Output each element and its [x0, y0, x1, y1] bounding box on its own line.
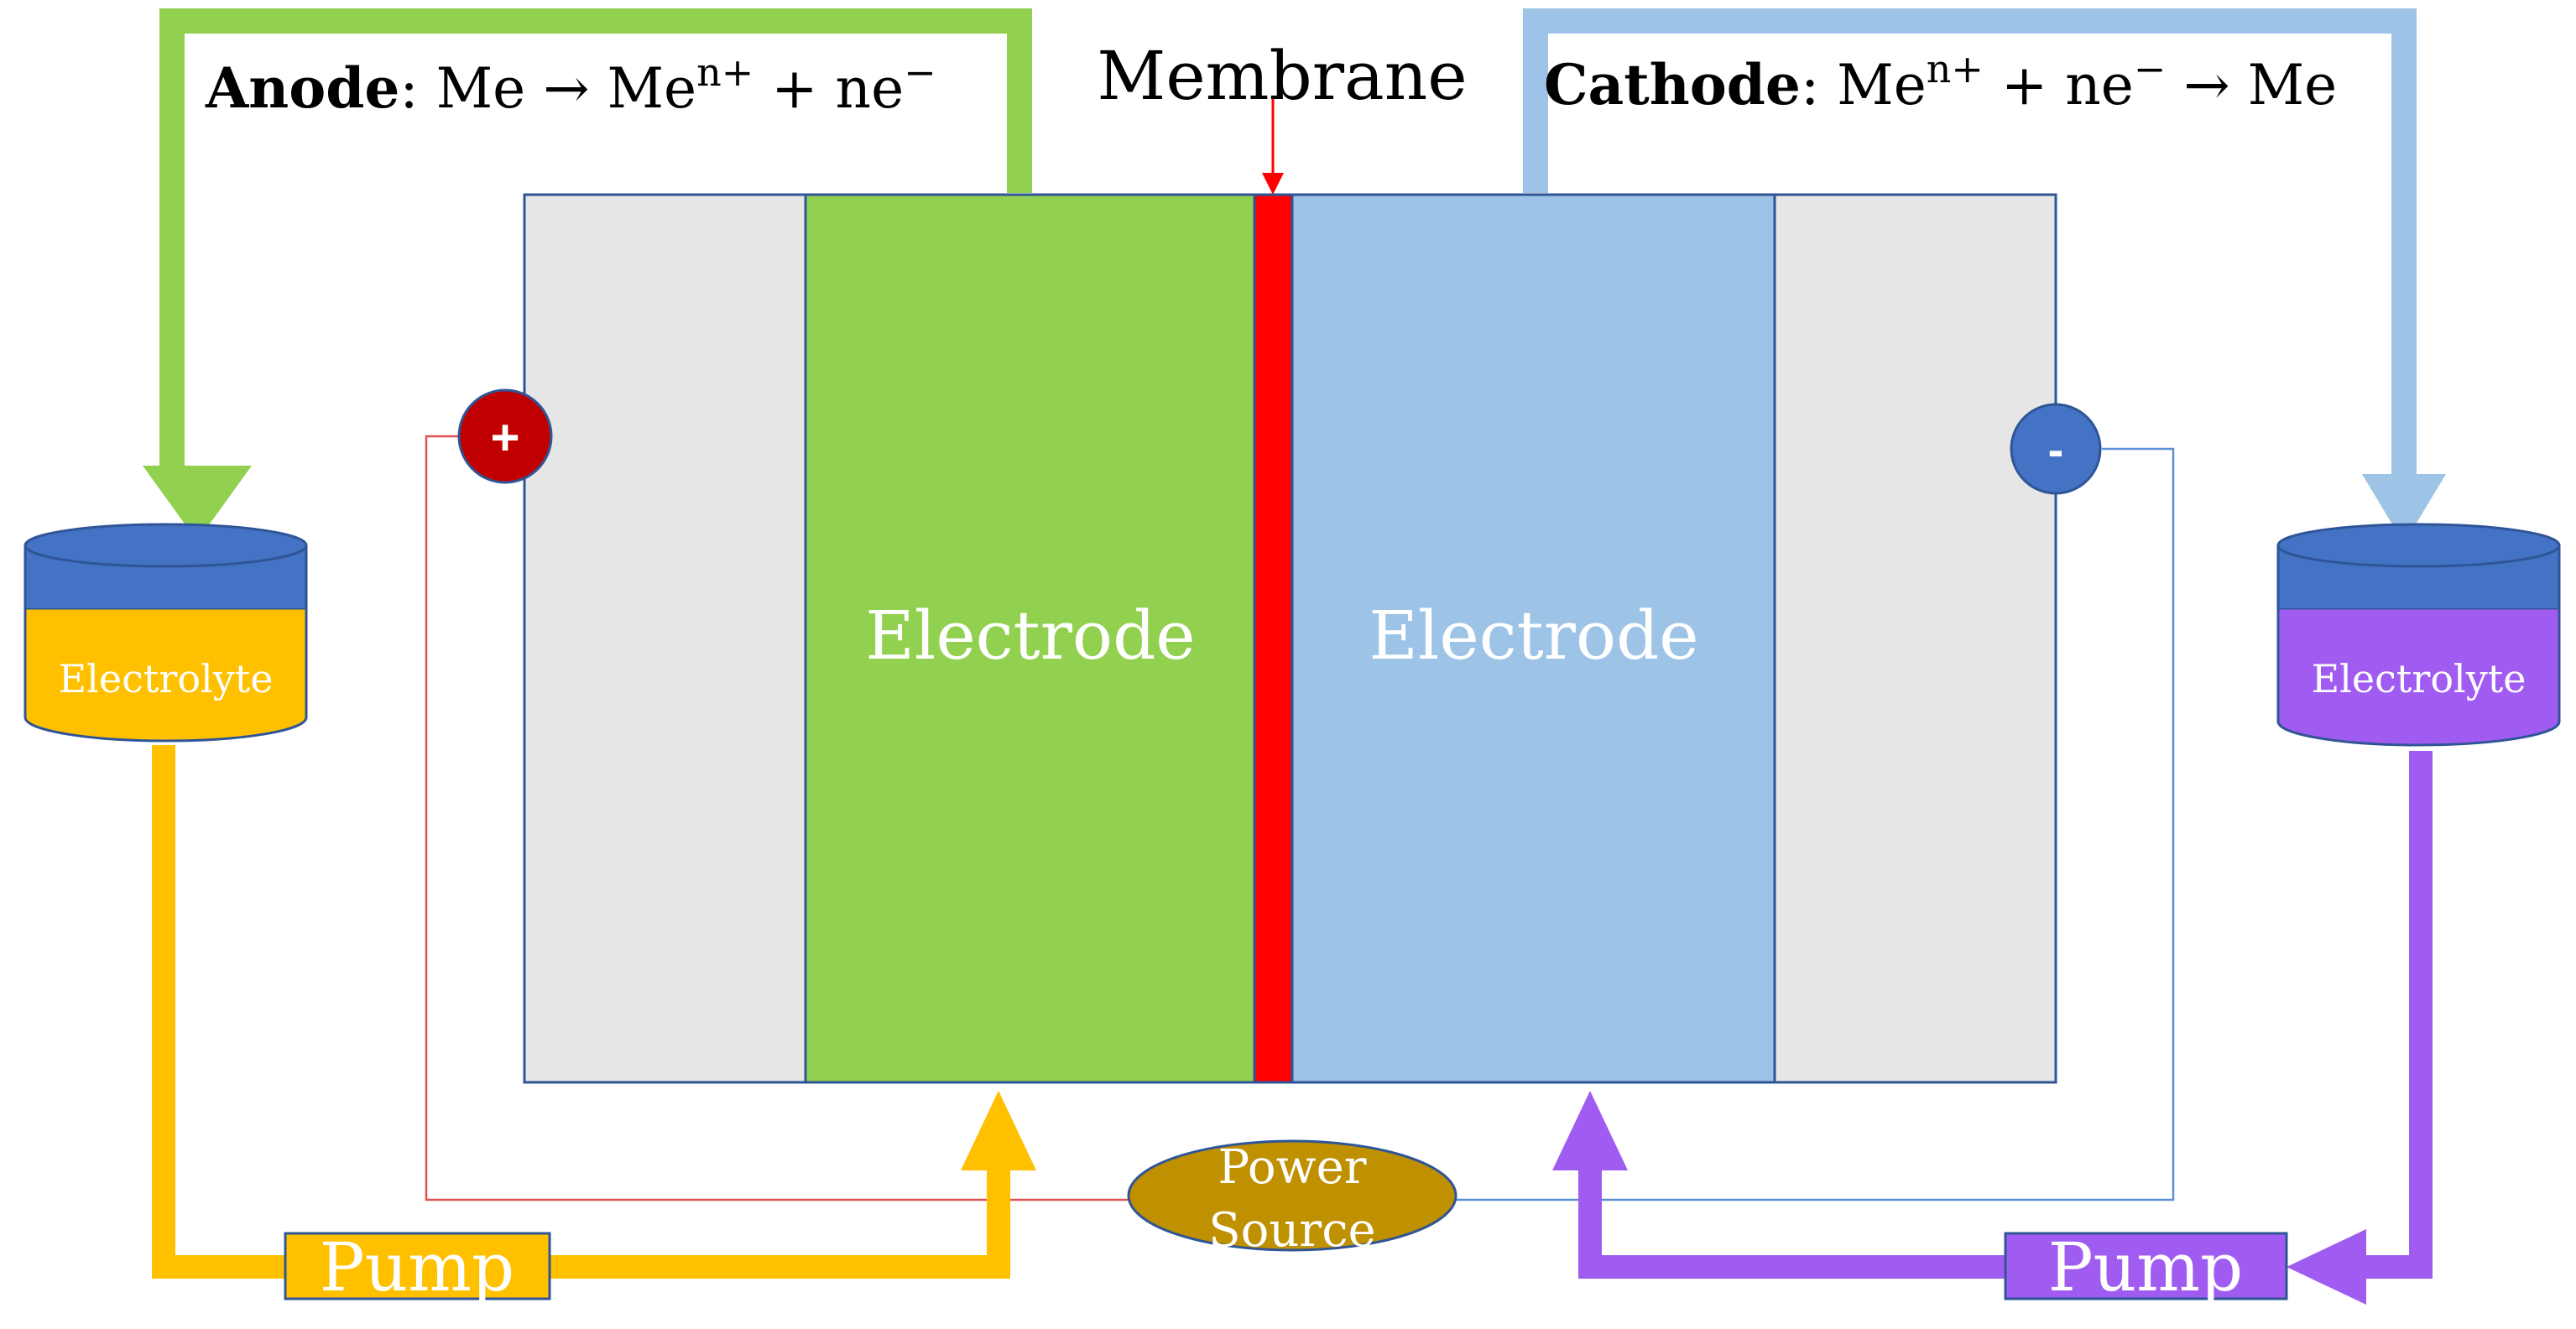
anode-sup-electron: − [904, 50, 936, 95]
cathode-return-arrowhead [2287, 1229, 2366, 1305]
positive-terminal [457, 388, 553, 484]
cathode-sup-charge: n+ [1927, 46, 1984, 91]
anode-equation: Anode: Me → Men+ + ne− [205, 50, 936, 121]
left-electrolyte-tank: Electrolyte [23, 523, 308, 743]
anode-feed-arrowhead [961, 1091, 1036, 1170]
cathode-feed-pipe [1578, 1166, 2005, 1279]
anode-title: Anode [205, 55, 399, 121]
cathode-loop-arrowhead [2362, 474, 2446, 544]
anode-feed-pipe [545, 1166, 1010, 1279]
negative-wire [1456, 447, 2175, 1201]
power-source-label-line1: Power [1218, 1140, 1367, 1195]
left-tank-lid [23, 523, 308, 568]
cathode-eq-mid: + ne [1984, 53, 2134, 117]
anode-loop-arrowhead [143, 466, 252, 541]
cell-outline [523, 193, 2057, 1084]
positive-terminal-symbol: + [490, 409, 519, 466]
anode-electrode-label: Electrode [865, 597, 1195, 675]
cathode-eq-start: : Me [1801, 53, 1927, 117]
right-electrolyte-tank: Electrolyte [2276, 523, 2561, 747]
right-pump [2004, 1232, 2288, 1300]
anode-eq-start: : Me → Me [399, 56, 696, 121]
right-pump-label: Pump [2048, 1228, 2243, 1306]
cathode-equation: Cathode: Men+ + ne− → Me [1544, 46, 2337, 117]
negative-terminal-symbol: - [2048, 423, 2064, 476]
anode-loop-pipe [159, 8, 1032, 474]
membrane-bar [1253, 193, 1294, 1084]
positive-wire [425, 435, 1129, 1201]
anode-eq-mid: + ne [754, 56, 904, 121]
cathode-electrode-label: Electrode [1369, 597, 1698, 675]
membrane-pointer-arrowhead [1262, 173, 1284, 195]
negative-terminal [2010, 403, 2102, 495]
left-pump-label: Pump [320, 1228, 514, 1306]
cathode-return-pipe [2366, 751, 2433, 1279]
anode-return-pipe [152, 745, 289, 1279]
right-tank-body [2276, 607, 2561, 747]
membrane-label: Membrane [1097, 37, 1467, 115]
cathode-sup-electron: − [2134, 46, 2167, 91]
cell-left-gray-block [523, 193, 807, 1084]
cathode-eq-end: → Me [2166, 53, 2337, 117]
right-tank-label: Electrolyte [2312, 656, 2526, 701]
right-tank-lid [2276, 523, 2561, 568]
cell-right-gray-block [1773, 193, 2057, 1084]
left-tank-body [23, 607, 308, 743]
left-pump [284, 1232, 551, 1300]
cathode-loop-pipe [1523, 8, 2417, 482]
cathode-feed-arrowhead [1552, 1091, 1628, 1170]
cathode-title: Cathode [1544, 52, 1801, 117]
power-source-label-line2: Source [1208, 1203, 1375, 1258]
anode-sup-charge: n+ [696, 50, 754, 95]
power-source [1127, 1139, 1457, 1252]
anode-electrode [804, 193, 1256, 1084]
left-tank-label: Electrolyte [59, 656, 274, 701]
